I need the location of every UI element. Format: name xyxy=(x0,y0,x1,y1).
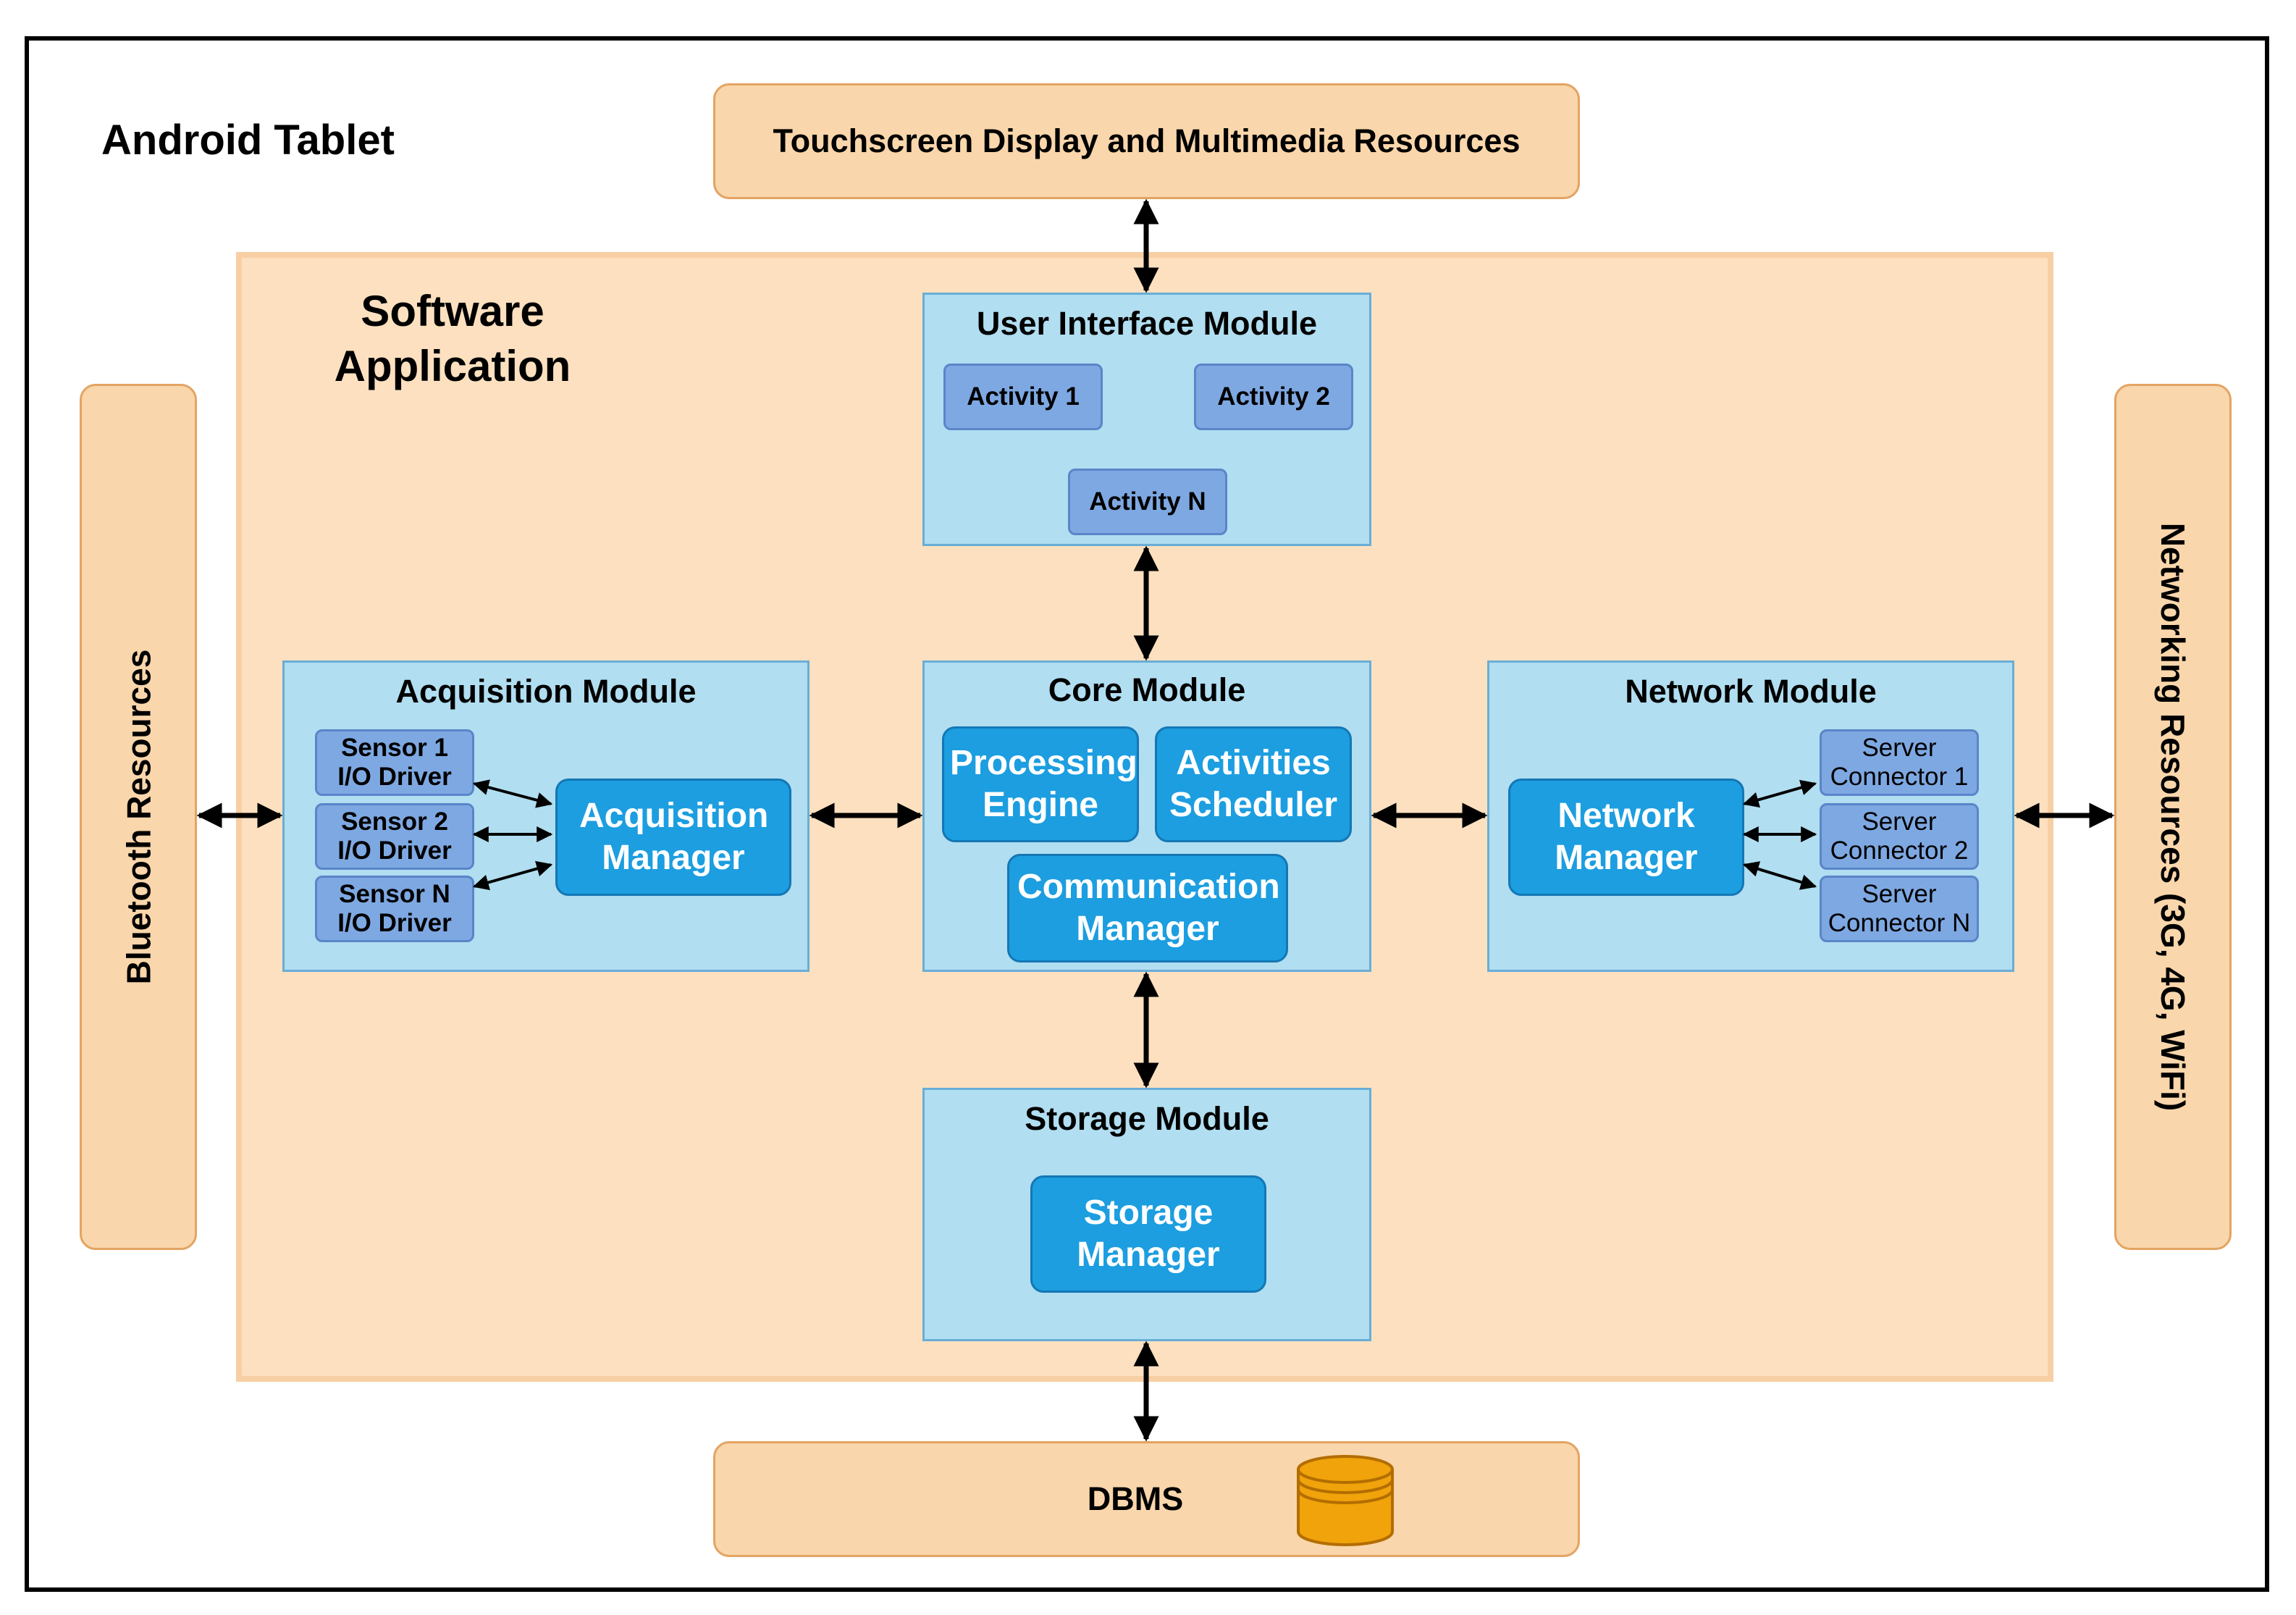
processing-engine-label: Processing Engine xyxy=(950,744,1138,824)
android-tablet-title: Android Tablet xyxy=(101,117,395,164)
activities-scheduler-label: Activities Scheduler xyxy=(1169,744,1338,824)
server-connector-2-box: Server Connector 2 xyxy=(1820,803,1979,870)
acquisition-manager-label: Acquisition Manager xyxy=(579,797,769,877)
android-tablet-frame xyxy=(25,36,2269,1592)
network-module-title: Network Module xyxy=(1625,673,1877,710)
sensor-2-driver-box: Sensor 2 I/O Driver xyxy=(315,803,474,870)
software-application-title: Software Application xyxy=(334,287,571,390)
database-icon xyxy=(1297,1455,1394,1546)
storage-manager-box: Storage Manager xyxy=(1030,1175,1266,1293)
activity-2-label: Activity 2 xyxy=(1217,382,1330,411)
core-module: Core Module Processing Engine Activities… xyxy=(922,660,1371,972)
touchscreen-resources-box: Touchscreen Display and Multimedia Resou… xyxy=(713,83,1580,199)
server-connector-1-box: Server Connector 1 xyxy=(1820,729,1979,796)
communication-manager-box: Communication Manager xyxy=(1007,854,1288,962)
activities-scheduler-box: Activities Scheduler xyxy=(1155,726,1352,842)
sensor-n-driver-label: Sensor N I/O Driver xyxy=(337,880,452,937)
core-module-title: Core Module xyxy=(1048,671,1246,708)
network-module: Network Module Network Manager Server Co… xyxy=(1487,660,2014,972)
storage-module: Storage Module Storage Manager xyxy=(922,1088,1371,1341)
sensor-n-driver-box: Sensor N I/O Driver xyxy=(315,876,474,942)
sensor-1-driver-box: Sensor 1 I/O Driver xyxy=(315,729,474,796)
acquisition-module-title: Acquisition Module xyxy=(395,673,697,710)
bluetooth-resources-label: Bluetooth Resources xyxy=(119,649,158,985)
activity-n-label: Activity N xyxy=(1089,487,1206,516)
server-connector-1-label: Server Connector 1 xyxy=(1830,734,1969,791)
user-interface-module-title: User Interface Module xyxy=(976,305,1318,342)
dbms-box: DBMS xyxy=(713,1441,1580,1557)
user-interface-module: User Interface Module Activity 1 Activit… xyxy=(922,293,1371,546)
activity-1-label: Activity 1 xyxy=(967,382,1080,411)
bluetooth-resources-box: Bluetooth Resources xyxy=(80,384,197,1250)
touchscreen-resources-label: Touchscreen Display and Multimedia Resou… xyxy=(773,122,1521,159)
sensor-1-driver-label: Sensor 1 I/O Driver xyxy=(337,734,452,791)
communication-manager-label: Communication Manager xyxy=(1017,868,1280,948)
dbms-label: DBMS xyxy=(1087,1480,1184,1517)
activity-n-box: Activity N xyxy=(1068,469,1227,535)
networking-resources-label: Networking Resources (3G, 4G, WiFi) xyxy=(2154,522,2192,1112)
acquisition-manager-box: Acquisition Manager xyxy=(555,779,791,896)
storage-module-title: Storage Module xyxy=(1025,1100,1269,1137)
activity-1-box: Activity 1 xyxy=(943,364,1103,430)
server-connector-2-label: Server Connector 2 xyxy=(1830,808,1969,865)
storage-manager-label: Storage Manager xyxy=(1077,1194,1220,1274)
processing-engine-box: Processing Engine xyxy=(942,726,1139,842)
network-manager-label: Network Manager xyxy=(1555,797,1698,877)
networking-resources-box: Networking Resources (3G, 4G, WiFi) xyxy=(2114,384,2232,1250)
server-connector-n-box: Server Connector N xyxy=(1820,876,1979,942)
acquisition-module: Acquisition Module Sensor 1 I/O Driver S… xyxy=(282,660,810,972)
activity-2-box: Activity 2 xyxy=(1194,364,1353,430)
network-manager-box: Network Manager xyxy=(1508,779,1744,896)
server-connector-n-label: Server Connector N xyxy=(1828,880,1971,937)
sensor-2-driver-label: Sensor 2 I/O Driver xyxy=(337,808,452,865)
